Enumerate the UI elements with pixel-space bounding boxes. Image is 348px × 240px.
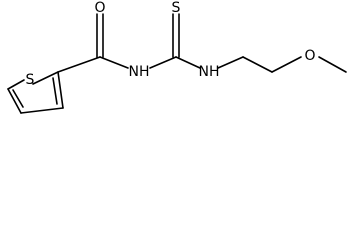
atom-label-s-thiophene: S (26, 72, 35, 88)
double-bond-c4-c5-inner (12, 89, 24, 108)
atom-label-nh-ethyl: NH (199, 64, 220, 80)
atom-label-o-carbonyl: O (94, 0, 105, 16)
atom-label-nh-amide: NH (129, 64, 150, 80)
bond-c4-c5 (7, 88, 22, 114)
bond-ch2-ch2 (242, 56, 273, 73)
thiophene-ring (7, 71, 64, 114)
atom-label-s-thione: S (172, 0, 181, 16)
bond-c2-c3 (57, 71, 64, 109)
methoxyethyl-chain (217, 56, 347, 73)
double-bond-c2-c3-inner (52, 77, 58, 105)
bond-o-ch3 (318, 56, 347, 73)
thiourea-group (149, 13, 201, 69)
bond-s-c2 (32, 71, 59, 85)
structure-diagram: O S S NH NH O (7, 0, 347, 114)
bond-nh-thione-carbon (149, 56, 177, 69)
bond-thione-carbon-nh (175, 56, 201, 69)
bond-ring-carbonyl (57, 56, 101, 73)
atom-label-o-ether: O (304, 48, 315, 64)
bond-c3-c4 (20, 107, 64, 114)
bond-c5-s (7, 79, 25, 90)
bond-ch2-o (271, 56, 302, 73)
bond-carbonyl-nh (99, 56, 129, 69)
carbonyl-group (57, 13, 129, 73)
bond-nh-ch2 (217, 56, 244, 69)
